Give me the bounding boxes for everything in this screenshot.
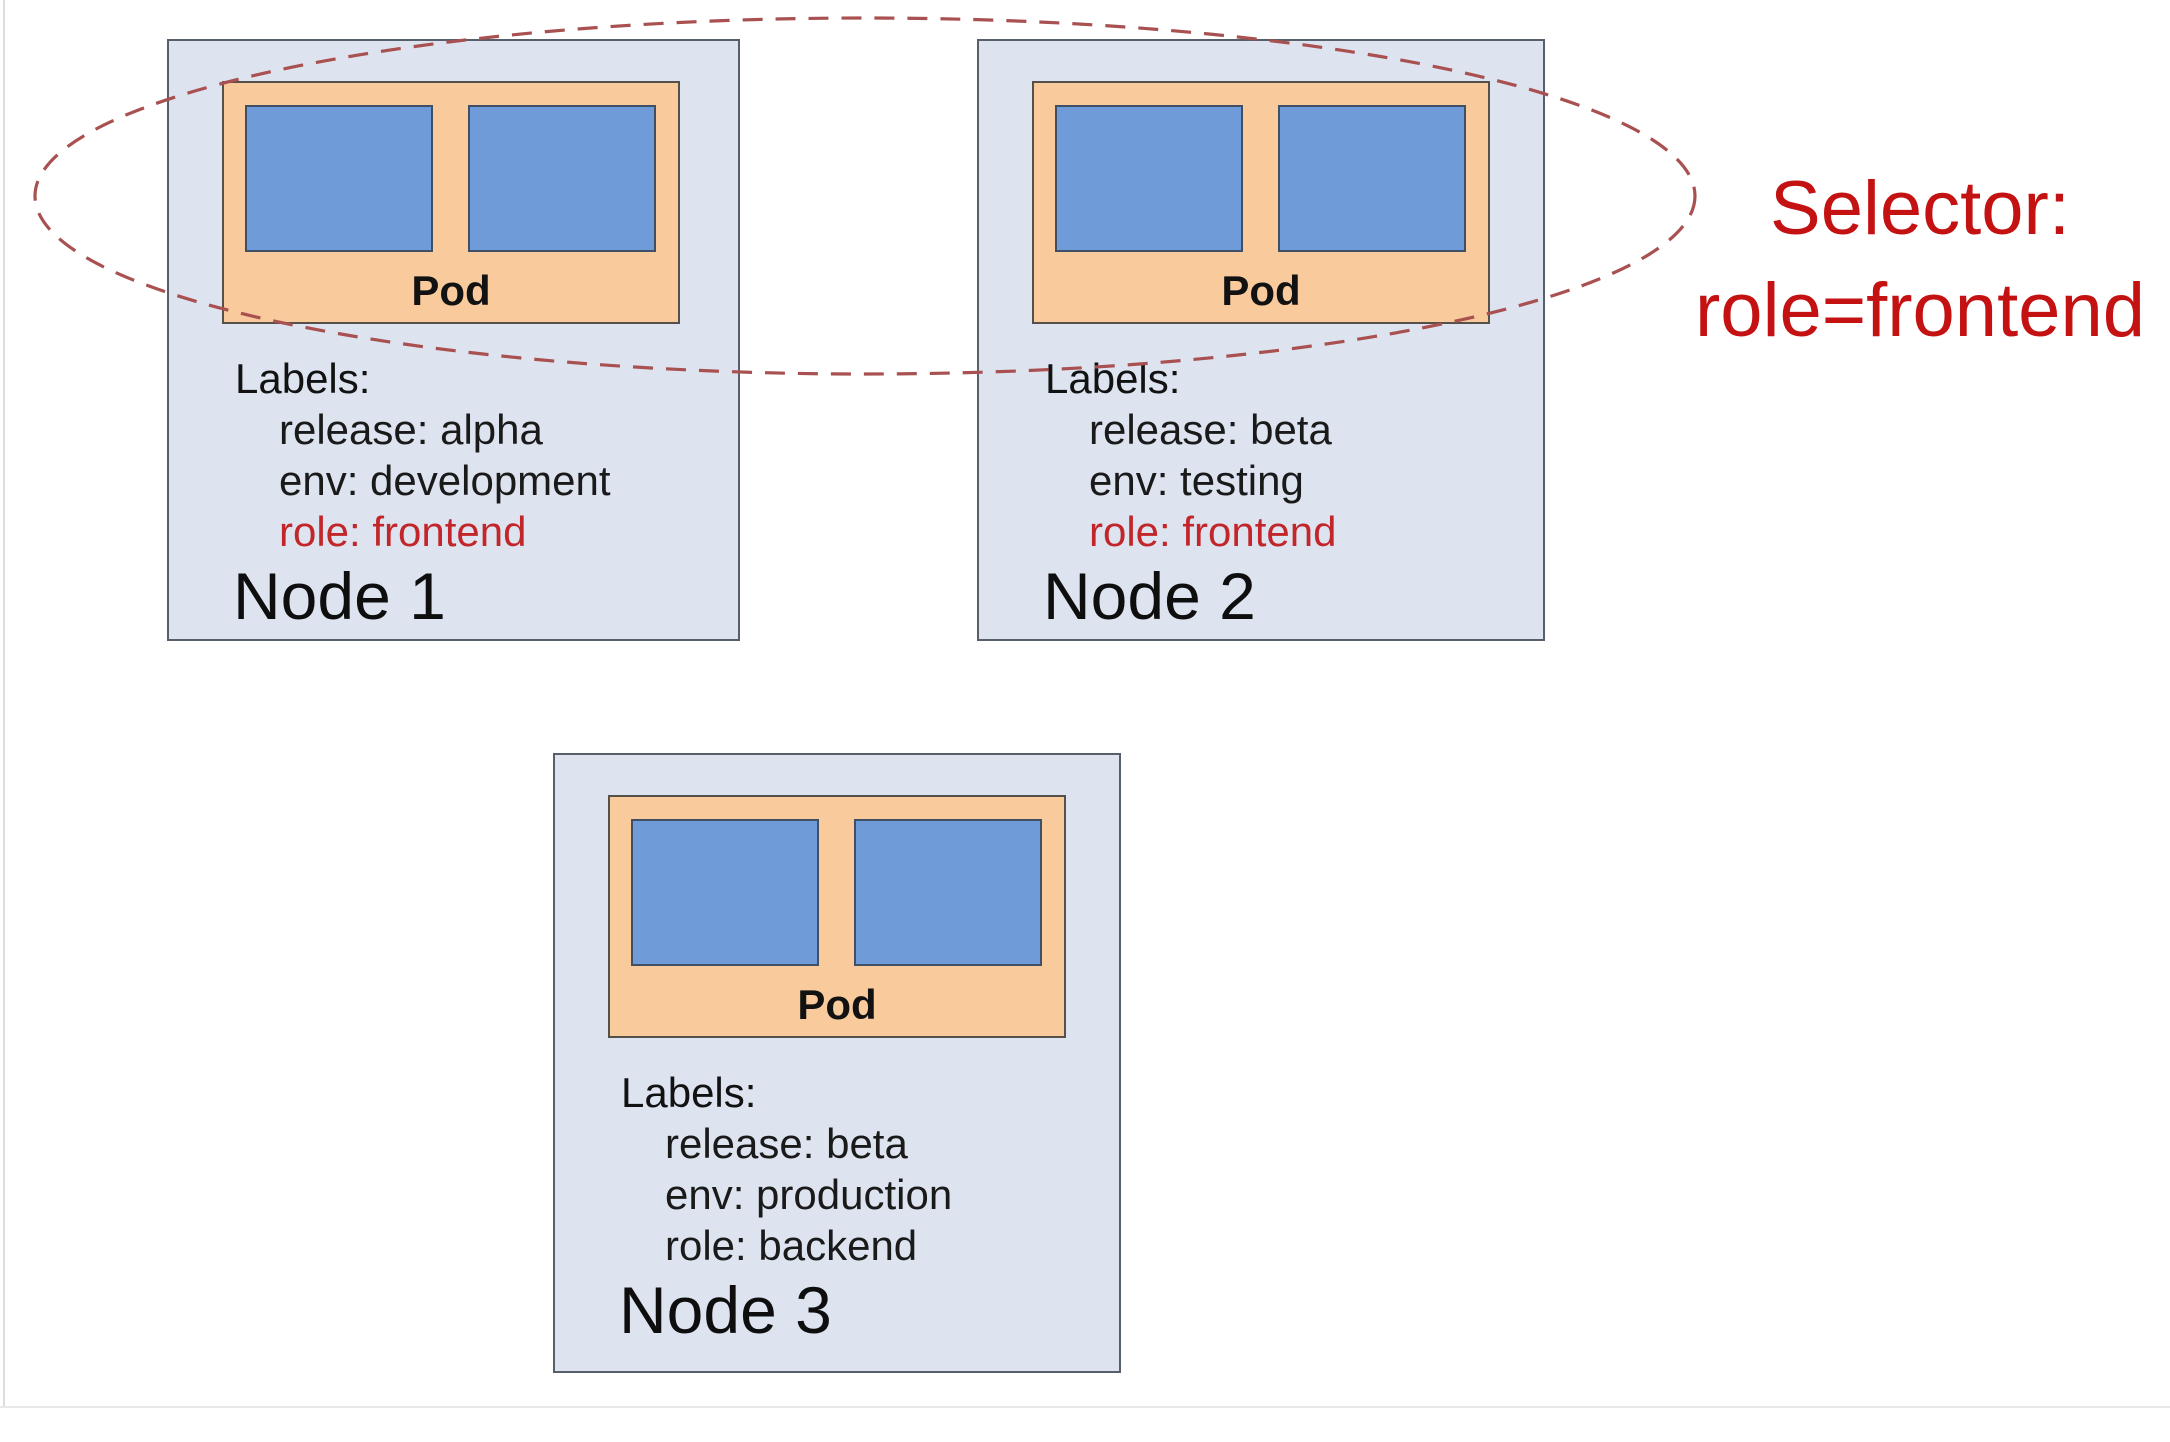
node-1-box: Pod Labels: release: alpha env: developm… xyxy=(167,39,740,641)
label-role: role: frontend xyxy=(279,508,527,555)
node-2-box: Pod Labels: release: beta env: testing r… xyxy=(977,39,1545,641)
selector-expression: role=frontend xyxy=(1695,268,2145,353)
label-env: env: testing xyxy=(1089,457,1304,504)
labels-heading: Labels: xyxy=(1045,355,1181,402)
labels-heading: Labels: xyxy=(621,1069,757,1116)
node-3-pod-box: Pod xyxy=(608,795,1066,1038)
pod-label: Pod xyxy=(411,266,491,314)
node-1-pod-box: Pod xyxy=(222,81,680,324)
label-release: release: beta xyxy=(665,1120,908,1167)
selector-title: Selector: xyxy=(1770,166,2070,251)
selector-annotation: Selector: role=frontend xyxy=(1680,158,2160,362)
container-icon xyxy=(631,819,819,966)
pod-label: Pod xyxy=(797,980,877,1028)
node-1-title: Node 1 xyxy=(233,559,446,633)
container-icon xyxy=(854,819,1042,966)
label-env: env: development xyxy=(279,457,611,504)
label-release: release: alpha xyxy=(279,406,543,453)
node-3-title: Node 3 xyxy=(619,1273,832,1347)
container-icon xyxy=(1278,105,1466,252)
label-role: role: frontend xyxy=(1089,508,1337,555)
node-3-box: Pod Labels: release: beta env: productio… xyxy=(553,753,1121,1373)
node-2-pod-box: Pod xyxy=(1032,81,1490,324)
label-release: release: beta xyxy=(1089,406,1332,453)
slide-bottom-edge xyxy=(0,1406,2170,1442)
container-icon xyxy=(245,105,433,252)
node-2-labels: Labels: release: beta env: testing role:… xyxy=(1045,353,1337,557)
node-3-labels: Labels: release: beta env: production ro… xyxy=(621,1067,952,1271)
label-role: role: backend xyxy=(665,1222,918,1269)
node-1-labels: Labels: release: alpha env: development … xyxy=(235,353,611,557)
container-icon xyxy=(468,105,656,252)
label-env: env: production xyxy=(665,1171,953,1218)
container-icon xyxy=(1055,105,1243,252)
labels-heading: Labels: xyxy=(235,355,371,402)
pod-label: Pod xyxy=(1221,266,1301,314)
node-2-title: Node 2 xyxy=(1043,559,1256,633)
slide-left-edge xyxy=(3,0,5,1406)
